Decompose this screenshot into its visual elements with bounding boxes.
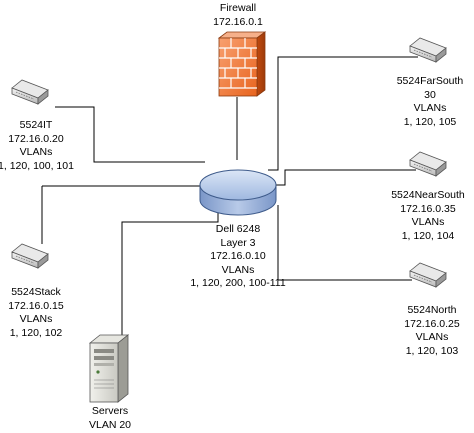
stack-vlans-heading: VLANs (19, 313, 53, 325)
core-layer: Layer 3 (220, 236, 256, 249)
switch-icon-farsouth (409, 37, 447, 63)
switch-icon-north (409, 262, 447, 288)
switch-stack-label: 5524Stack 172.16.0.15 VLANs 1, 120, 102 (8, 286, 63, 340)
server-icon (88, 334, 130, 403)
nearsouth-vlans: 1, 120, 104 (401, 229, 455, 242)
farsouth-vlans-heading: VLANs (413, 102, 447, 114)
stack-name: 5524Stack (11, 286, 61, 298)
core-switch-label: Dell 6248 Layer 3 172.16.0.10 VLANs 1, 1… (190, 223, 285, 291)
link-north-core (277, 205, 412, 281)
servers-label: Servers VLAN 20 (89, 405, 131, 432)
core-vlans-heading: VLANs (221, 263, 255, 276)
router-icon (199, 169, 277, 216)
firewall-name: Firewall (219, 2, 257, 14)
switch-icon-it (11, 79, 49, 105)
stack-ip: 172.16.0.15 (8, 299, 64, 312)
switch-north-label: 5524North 172.16.0.25 VLANs 1, 120, 103 (404, 304, 459, 358)
it-vlans: 1, 120, 100, 101 (0, 159, 74, 172)
firewall-icon (217, 31, 267, 97)
firewall-label: Firewall 172.16.0.1 (213, 2, 263, 29)
north-vlans-heading: VLANs (415, 331, 449, 343)
switch-icon-stack (11, 243, 49, 269)
link-it-core (55, 106, 205, 163)
link-servers-core (121, 213, 219, 335)
core-name: Dell 6248 (215, 223, 261, 235)
servers-name: Servers (91, 405, 129, 417)
nearsouth-ip: 172.16.0.35 (400, 202, 456, 215)
connections (41, 56, 418, 335)
it-ip: 172.16.0.20 (8, 132, 64, 145)
servers-vlan: VLAN 20 (88, 418, 132, 431)
switch-icon-nearsouth (409, 151, 447, 177)
switch-it-label: 5524IT 172.16.0.20 VLANs 1, 120, 100, 10… (0, 119, 74, 173)
north-ip: 172.16.0.25 (404, 317, 460, 330)
switch-nearsouth-label: 5524NearSouth 172.16.0.35 VLANs 1, 120, … (391, 189, 465, 243)
switch-farsouth-label: 5524FarSouth 30 VLANs 1, 120, 105 (397, 75, 464, 129)
core-ip: 172.16.0.10 (210, 250, 266, 262)
link-nearsouth-core (270, 169, 416, 186)
farsouth-name: 5524FarSouth (396, 75, 464, 87)
farsouth-vlans: 1, 120, 105 (403, 115, 457, 128)
nearsouth-name: 5524NearSouth (391, 189, 465, 201)
it-name: 5524IT (19, 119, 53, 131)
nearsouth-vlans-heading: VLANs (411, 216, 445, 228)
link-farsouth-core (268, 56, 418, 171)
stack-vlans: 1, 120, 102 (9, 326, 63, 339)
it-vlans-heading: VLANs (19, 146, 53, 158)
firewall-ip: 172.16.0.1 (213, 15, 263, 28)
north-vlans: 1, 120, 103 (405, 344, 459, 357)
core-vlans: 1, 120, 200, 100-111 (190, 277, 286, 289)
north-name: 5524North (407, 304, 457, 316)
farsouth-ip: 30 (424, 88, 436, 101)
